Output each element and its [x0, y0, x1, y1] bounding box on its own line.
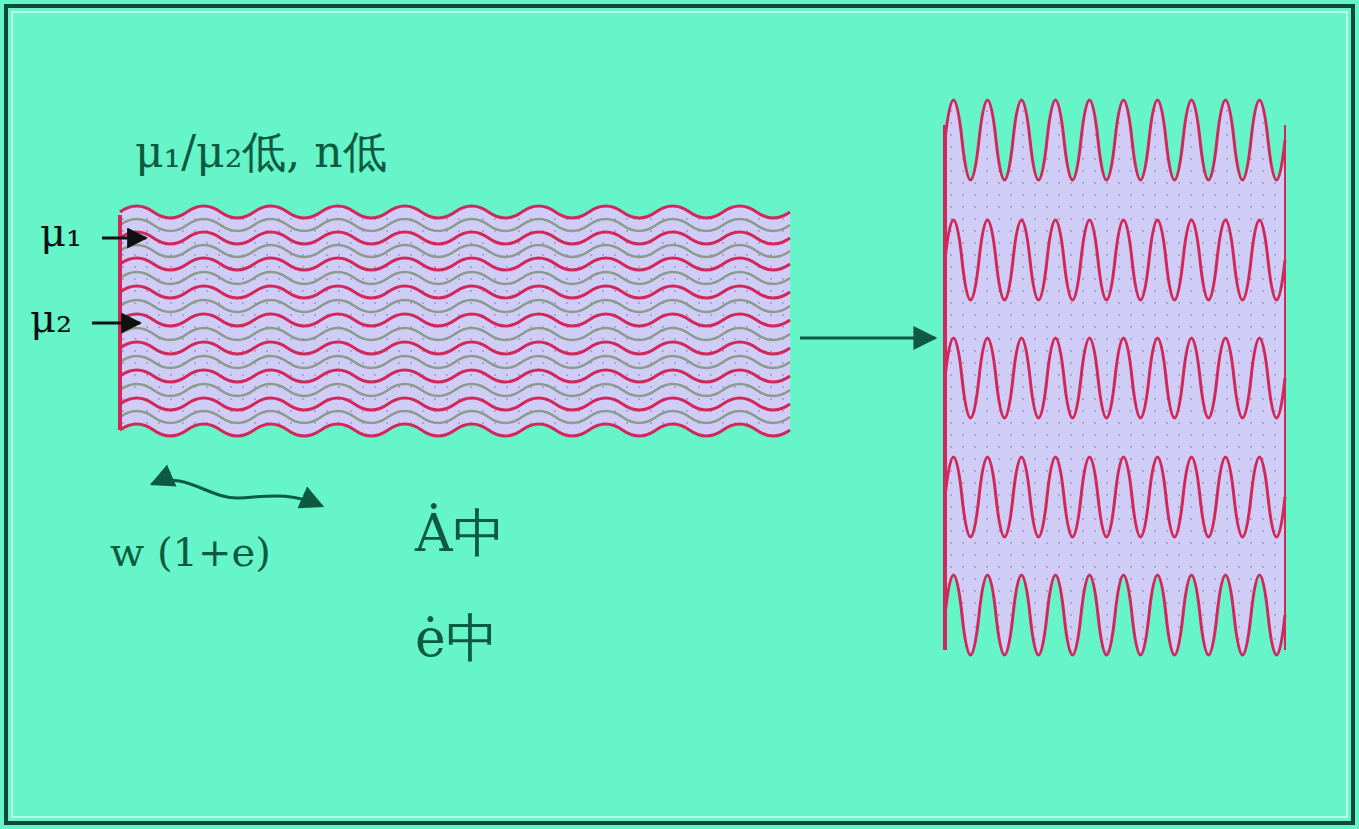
rate-label: Ȧ中 — [415, 505, 505, 562]
viscosity-ratio-label: μ₁/μ₂低, n低 — [135, 128, 387, 176]
leader-arrow — [92, 322, 140, 325]
layer-label: μ₁ — [40, 210, 82, 254]
wavelength-arrow — [152, 480, 322, 506]
leader-arrow — [102, 237, 146, 240]
wavelength-label: w (1+e) — [110, 530, 271, 574]
rate-label: ė中 — [415, 610, 498, 667]
layer-stack — [120, 190, 790, 436]
frame — [6, 6, 1353, 823]
process-arrow — [800, 337, 935, 340]
layer-label: μ₂ — [30, 296, 72, 340]
folded-stack — [945, 100, 1285, 655]
